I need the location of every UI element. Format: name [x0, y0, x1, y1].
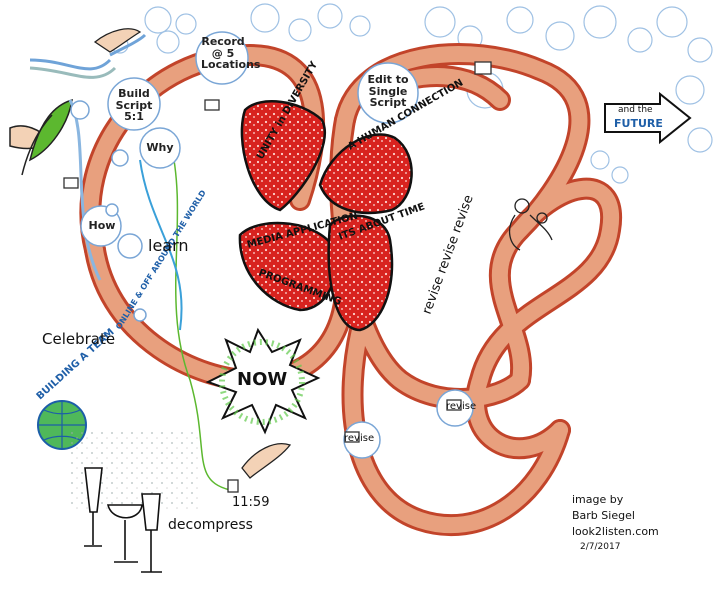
learn-label: learn: [148, 236, 189, 255]
petal-media: [238, 221, 338, 312]
pointing-hand-icon: [241, 443, 292, 479]
person-sketch-icon: [508, 198, 553, 251]
credit-line-1: image by: [572, 493, 624, 506]
future-arrow: [604, 91, 692, 145]
decompress-label: decompress: [168, 517, 253, 533]
monitor-icons: [63, 61, 492, 493]
why-label: Why: [146, 141, 174, 154]
celebrate-label: Celebrate: [42, 330, 116, 348]
now-starburst: [205, 327, 321, 435]
credit-line-2: Barb Siegel: [572, 509, 635, 522]
time-label: 11:59: [232, 495, 270, 510]
hand-with-leaf-icon: [9, 98, 73, 176]
future-label: FUTURE: [614, 117, 663, 130]
champagne-glasses-icon: [84, 467, 162, 573]
red-petals: [238, 100, 413, 332]
idea-bubbles: [70, 31, 474, 459]
top-bubbles: [111, 3, 713, 184]
petal-time: [327, 214, 394, 332]
credit-line-3: look2listen.com: [572, 525, 659, 538]
reaching-hand-icon: [93, 28, 142, 53]
record-label: Record @ 5 Locations: [201, 35, 261, 72]
petal-connection: [318, 133, 413, 215]
revise-label-2: revise: [344, 433, 375, 444]
credit-line-4: 2/7/2017: [580, 542, 621, 552]
build-script-label: Build Script 5:1: [115, 87, 153, 124]
revise-label-1: revise: [446, 401, 477, 412]
future-pre-label: and the: [618, 105, 653, 115]
now-label: NOW: [237, 369, 288, 390]
online-label: ONLINE & OFF AROUND THE WORLD: [114, 188, 208, 331]
revise-curve-label: revise revise revise: [420, 193, 477, 316]
petal-unity: [240, 100, 326, 212]
how-label: How: [88, 219, 116, 232]
edit-script-label: Edit to Single Script: [367, 73, 409, 110]
